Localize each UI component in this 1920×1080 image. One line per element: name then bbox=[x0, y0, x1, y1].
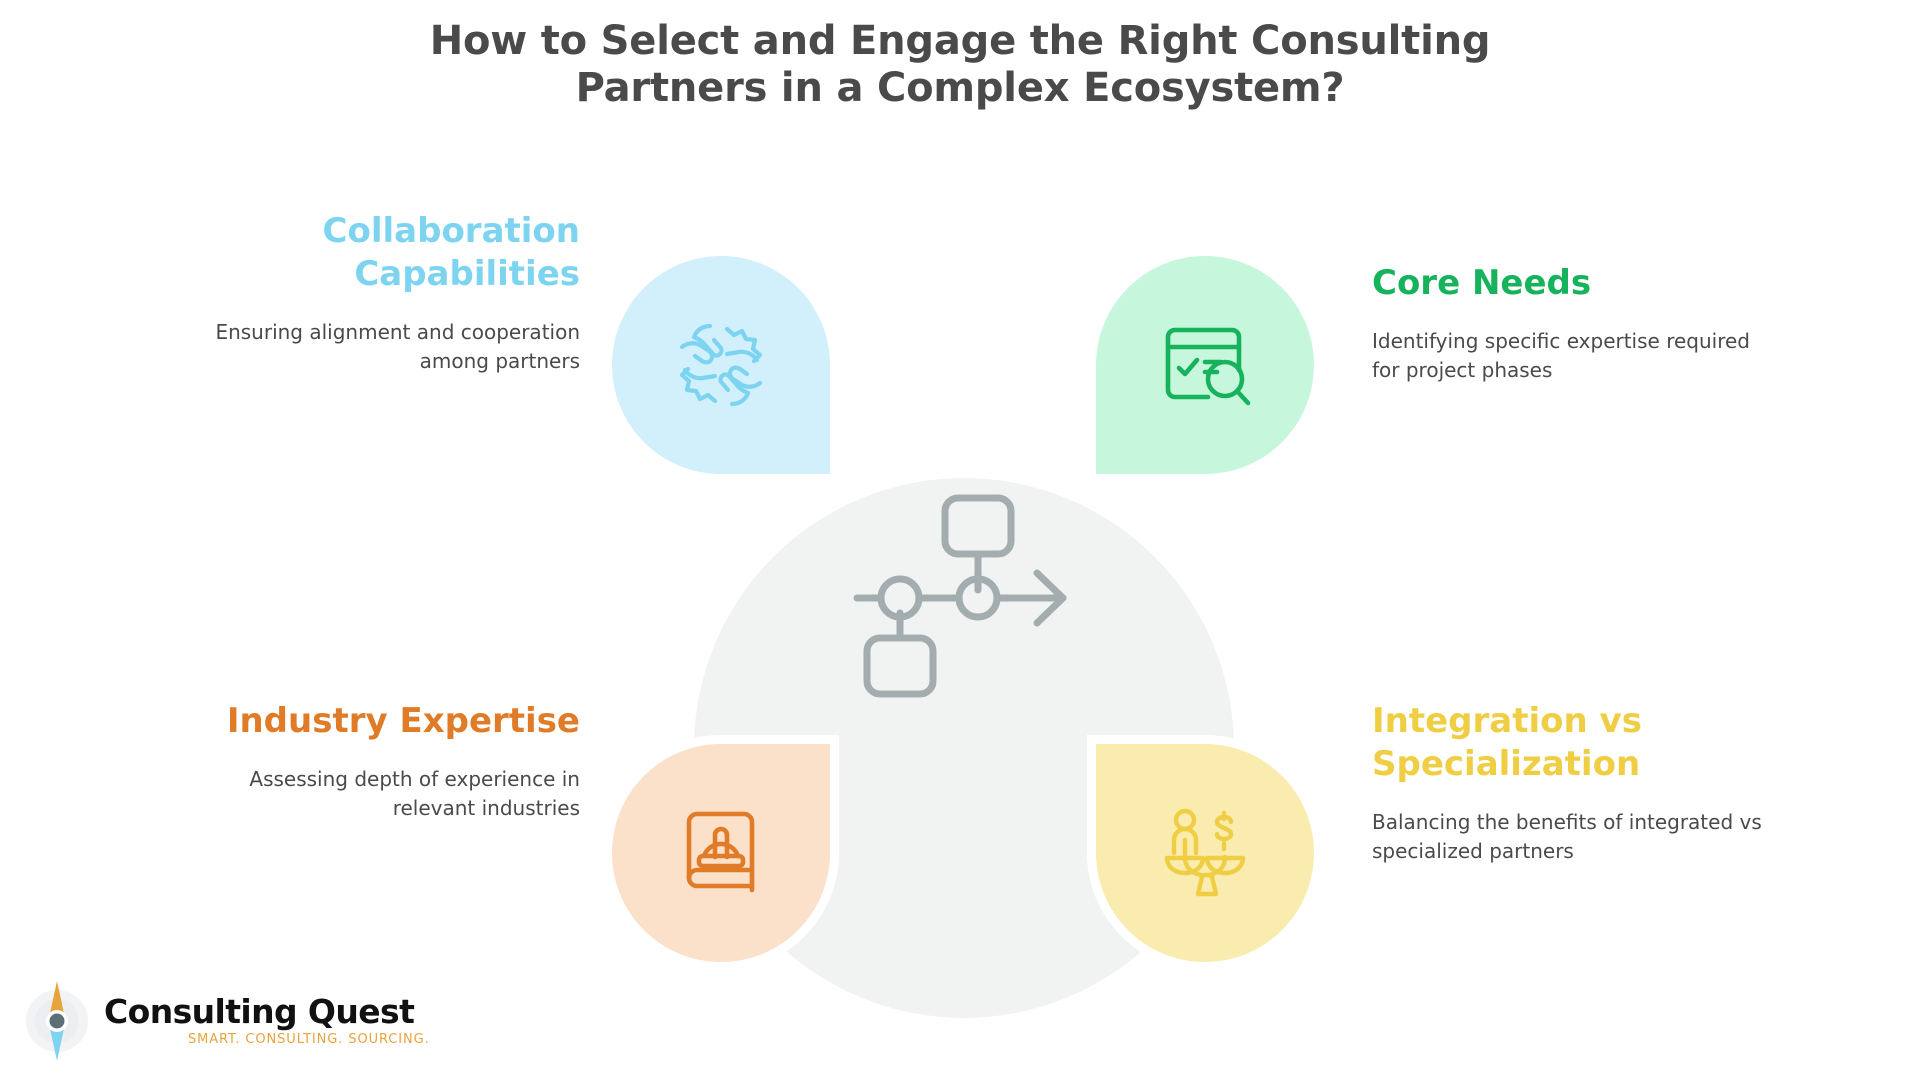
quadrant-heading-integration-vs-specialization: Integration vs Specialization bbox=[1372, 701, 1642, 785]
quadrant-blob-integration-vs-specialization[interactable] bbox=[1096, 744, 1314, 962]
quadrant-description-core-needs: Identifying specific expertise required … bbox=[1372, 329, 1750, 383]
quadrant-text-industry-expertise: Industry Expertise Assessing depth of ex… bbox=[180, 700, 580, 823]
brand-name: Consulting Quest bbox=[104, 991, 415, 1031]
quadrant-heading-core-needs: Core Needs bbox=[1372, 263, 1592, 303]
workflow-process-diagram-icon bbox=[845, 490, 1085, 705]
quadrant-heading-industry-expertise: Industry Expertise bbox=[226, 701, 580, 741]
quadrant-description-collaboration-capabilities: Ensuring alignment and cooperation among… bbox=[215, 320, 580, 374]
quadrant-description-integration-vs-specialization: Balancing the benefits of integrated vs … bbox=[1372, 810, 1762, 864]
quadrant-text-integration-vs-specialization: Integration vs Specialization Balancing … bbox=[1372, 700, 1772, 866]
quadrant-description-industry-expertise: Assessing depth of experience in relevan… bbox=[249, 767, 580, 821]
quadrant-text-collaboration-capabilities: Collaboration Capabilities Ensuring alig… bbox=[180, 210, 580, 376]
teamwork-hands-icon bbox=[679, 323, 763, 407]
brand-logo-text: Consulting Quest SMART. CONSULTING. SOUR… bbox=[104, 991, 430, 1048]
compass-needle-logo-icon bbox=[22, 978, 92, 1064]
page-title-line-1: How to Select and Engage the Right Consu… bbox=[429, 18, 1491, 64]
brand-tagline: SMART. CONSULTING. SOURCING. bbox=[188, 1032, 430, 1048]
quadrant-blob-collaboration-capabilities[interactable] bbox=[612, 256, 830, 474]
brand-logo[interactable]: Consulting Quest SMART. CONSULTING. SOUR… bbox=[22, 978, 430, 1064]
quadrant-blob-industry-expertise[interactable] bbox=[612, 744, 830, 962]
browser-checklist-search-icon bbox=[1165, 327, 1251, 406]
page-title: How to Select and Engage the Right Consu… bbox=[310, 18, 1610, 112]
book-hardhat-icon bbox=[686, 811, 755, 893]
quadrant-text-core-needs: Core Needs Identifying specific expertis… bbox=[1372, 262, 1772, 385]
balance-scale-person-dollar-icon bbox=[1164, 808, 1246, 897]
page-title-line-2: Partners in a Complex Ecosystem? bbox=[575, 65, 1345, 112]
quadrant-heading-collaboration-capabilities: Collaboration Capabilities bbox=[322, 211, 580, 295]
quadrant-blob-core-needs[interactable] bbox=[1096, 256, 1314, 474]
